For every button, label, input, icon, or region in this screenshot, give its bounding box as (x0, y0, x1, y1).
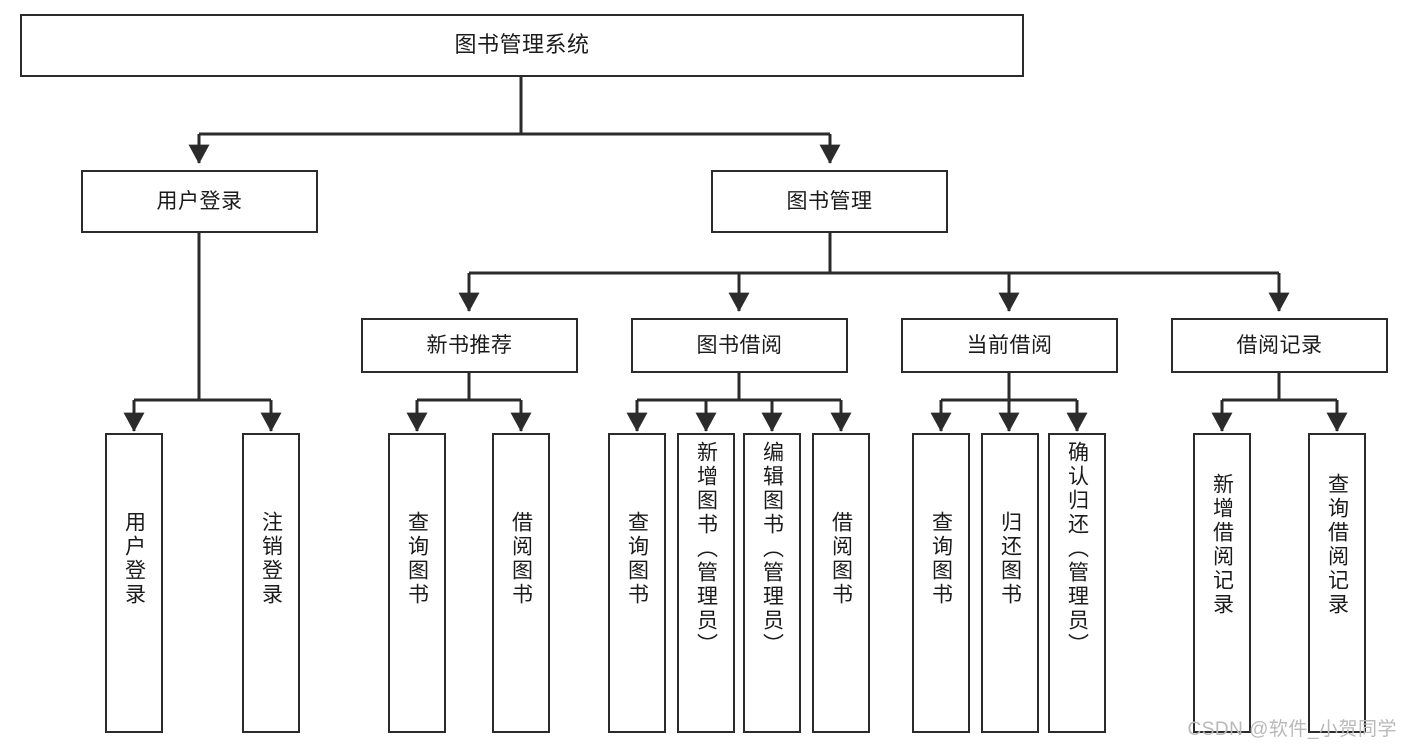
node-label: 确认归还（管理员） (1065, 441, 1089, 657)
node-label: 图书管理 (786, 189, 873, 213)
leaf-borrow-books-recommendation[interactable]: 借阅图书 (492, 433, 550, 733)
node-label: 注销登录 (259, 511, 283, 607)
node-user-login[interactable]: 用户登录 (81, 170, 318, 233)
node-label: 新书推荐 (426, 333, 513, 357)
node-label: 用户登录 (156, 189, 243, 213)
node-label: 归还图书 (998, 511, 1022, 607)
node-borrow-records[interactable]: 借阅记录 (1171, 318, 1388, 373)
node-label: 查询图书 (405, 511, 429, 607)
leaf-add-book-admin[interactable]: 新增图书（管理员） (677, 433, 735, 733)
node-label: 编辑图书（管理员） (760, 441, 784, 657)
node-label: 借阅图书 (509, 511, 533, 607)
node-label: 借阅记录 (1236, 333, 1323, 357)
node-label: 新增图书（管理员） (694, 441, 718, 657)
leaf-return-books[interactable]: 归还图书 (981, 433, 1039, 733)
leaf-borrow-books-borrowing[interactable]: 借阅图书 (812, 433, 870, 733)
leaf-search-books-recommendation[interactable]: 查询图书 (388, 433, 446, 733)
leaf-edit-book-admin[interactable]: 编辑图书（管理员） (743, 433, 801, 733)
node-book-borrowing[interactable]: 图书借阅 (631, 318, 848, 373)
node-label: 图书管理系统 (454, 32, 590, 58)
node-label: 当前借阅 (966, 333, 1053, 357)
node-label: 图书借阅 (696, 333, 783, 357)
node-book-management[interactable]: 图书管理 (711, 170, 948, 233)
node-label: 查询借阅记录 (1325, 473, 1349, 617)
leaf-logout[interactable]: 注销登录 (242, 433, 300, 733)
node-current-borrowing[interactable]: 当前借阅 (901, 318, 1118, 373)
leaf-user-login[interactable]: 用户登录 (105, 433, 163, 733)
node-root-book-management-system[interactable]: 图书管理系统 (20, 14, 1024, 77)
leaf-add-borrow-record[interactable]: 新增借阅记录 (1193, 433, 1251, 733)
leaf-search-borrow-record[interactable]: 查询借阅记录 (1308, 433, 1366, 733)
node-label: 查询图书 (929, 511, 953, 607)
node-label: 新增借阅记录 (1210, 473, 1234, 617)
leaf-search-books-borrowing[interactable]: 查询图书 (608, 433, 666, 733)
node-label: 用户登录 (122, 511, 146, 607)
leaf-search-books-current[interactable]: 查询图书 (912, 433, 970, 733)
node-label: 查询图书 (625, 511, 649, 607)
node-new-book-recommendation[interactable]: 新书推荐 (361, 318, 578, 373)
node-label: 借阅图书 (829, 511, 853, 607)
leaf-confirm-return-admin[interactable]: 确认归还（管理员） (1048, 433, 1106, 733)
